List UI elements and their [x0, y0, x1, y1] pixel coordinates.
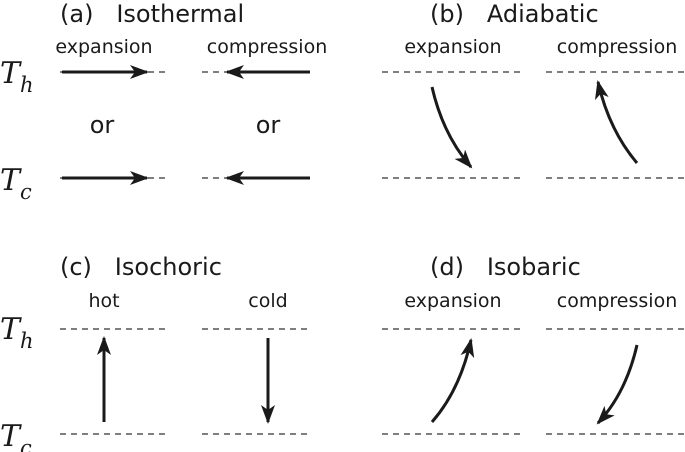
panel-a-expansion-label: expansion: [55, 36, 152, 58]
panel-a-or-left: or: [90, 111, 115, 139]
panel-a-isothermal: (a) Isothermal expansion compression Th …: [0, 0, 327, 204]
panel-c-isochoric: (c) Isochoric hot cold Th Tc: [0, 253, 312, 452]
panel-a-or-right: or: [256, 111, 281, 139]
panel-b-compression-label: compression: [557, 36, 677, 58]
hot-temperature-label-bottom: Th: [0, 312, 34, 353]
panel-b-title: (b) Adiabatic: [430, 0, 599, 28]
panel-d-compression-label: compression: [557, 290, 677, 312]
panel-a-title: (a) Isothermal: [60, 0, 244, 28]
panel-d-compression-arrow: [596, 344, 639, 425]
panel-b-expansion-arrow: [430, 86, 473, 169]
panel-c-hot-label: hot: [88, 290, 119, 312]
panel-a-compression-label: compression: [207, 36, 327, 58]
panel-d-expansion-label: expansion: [404, 290, 501, 312]
panel-c-cold-label: cold: [248, 290, 287, 312]
panel-b-compression-arrow: [594, 80, 639, 164]
cold-temperature-label-top: Tc: [0, 163, 32, 204]
panel-d-isobaric: (d) Isobaric expansion compression: [382, 253, 685, 435]
panel-d-expansion-arrow: [430, 338, 475, 423]
panel-b-expansion-label: expansion: [404, 36, 501, 58]
panel-d-title: (d) Isobaric: [430, 253, 581, 281]
panel-b-adiabatic: (b) Adiabatic expansion compression: [382, 0, 685, 179]
hot-temperature-label-top: Th: [0, 56, 34, 97]
cold-temperature-label-bottom: Tc: [0, 419, 32, 452]
panel-c-title: (c) Isochoric: [60, 253, 222, 281]
